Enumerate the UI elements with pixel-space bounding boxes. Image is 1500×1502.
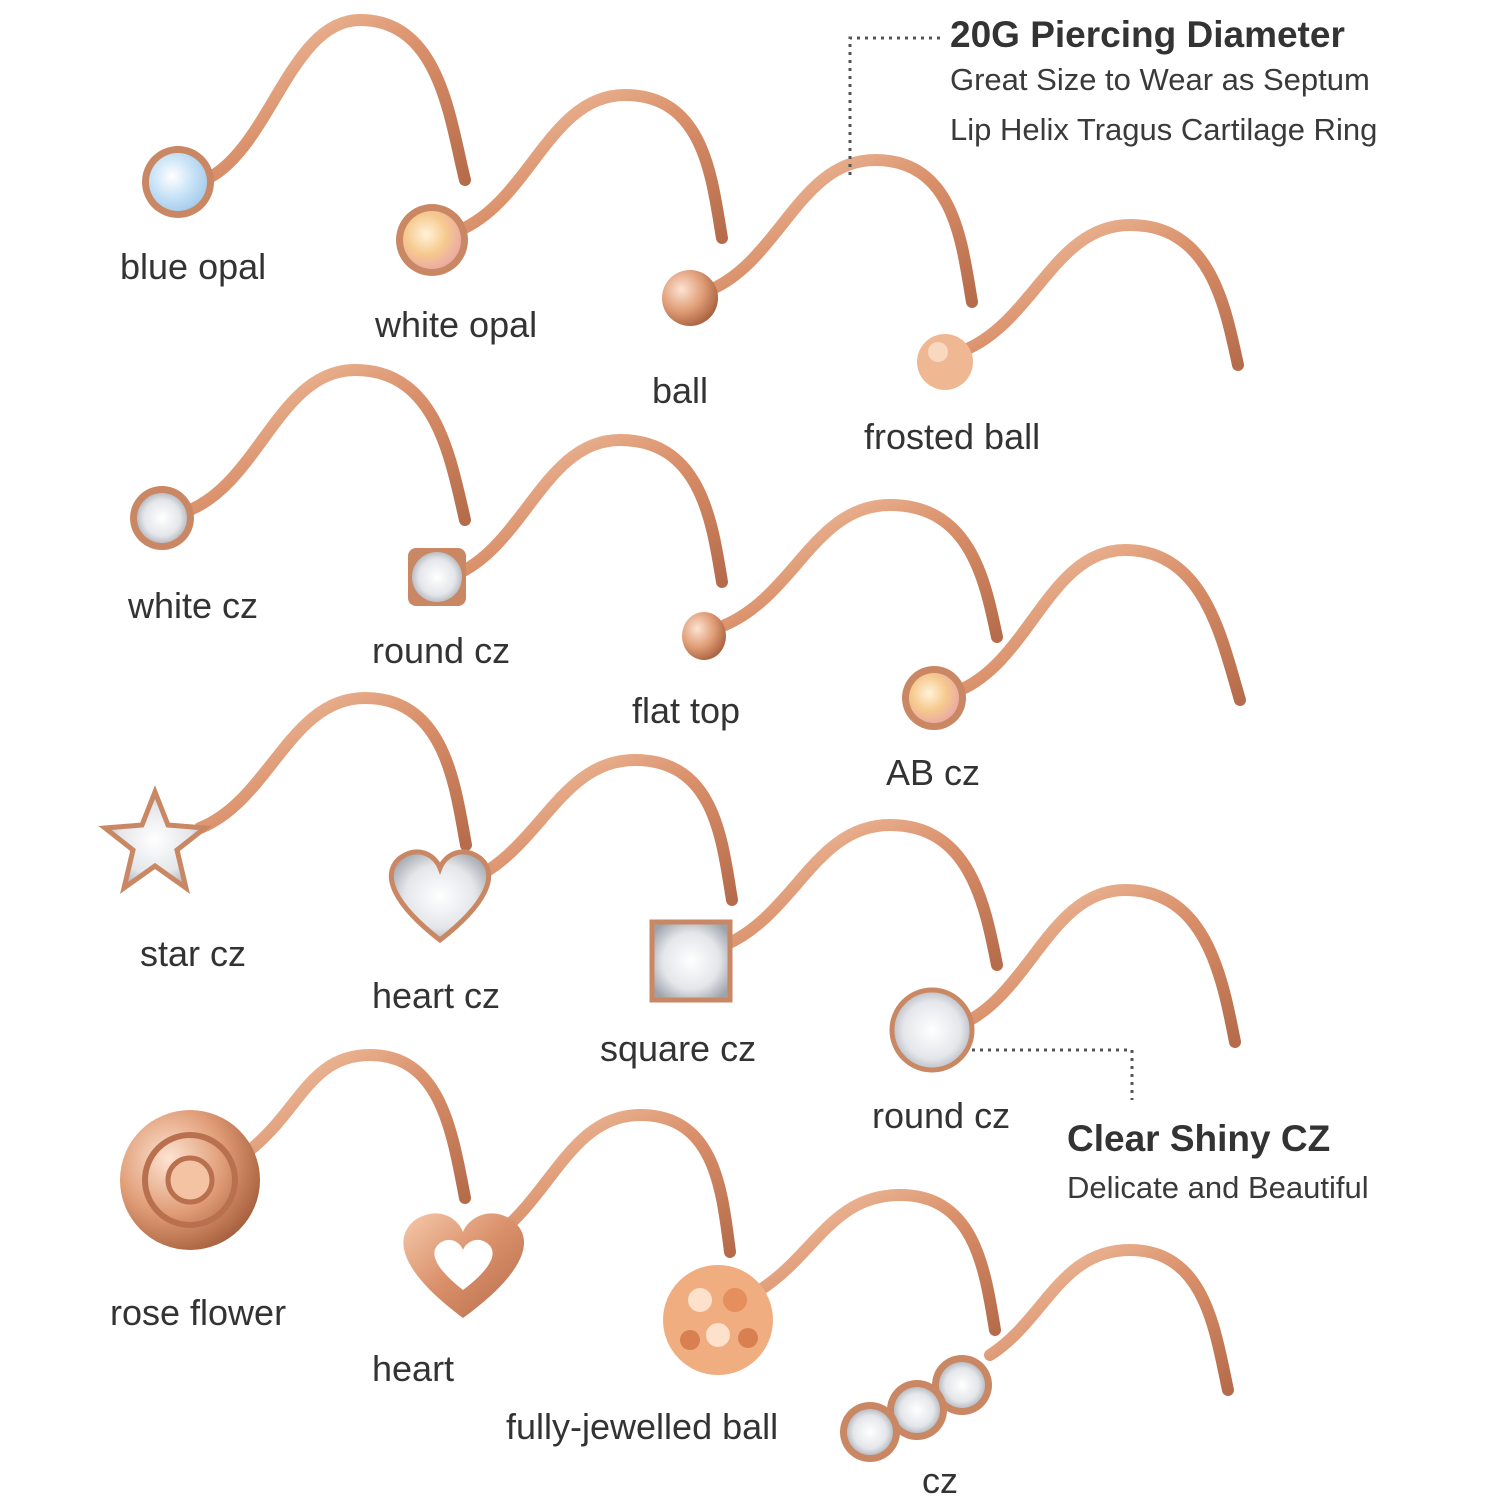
pin-star-cz [98,691,472,894]
pin-ab-cz [902,543,1246,730]
pin-shaft [184,363,471,526]
pin-white-cz [130,363,471,550]
pin-flat-top [682,498,1003,660]
item-label-ab-cz: AB cz [886,752,981,793]
pin-shaft [954,543,1246,706]
diameter-callout-line1: Great Size to Wear as Septum [950,62,1370,97]
flat-top-icon [682,612,726,660]
heart-gem-icon [388,849,492,944]
item-label-square-cz: square cz [600,1028,757,1069]
pin-frosted-ball [917,218,1244,390]
pin-shaft [754,1188,1001,1336]
item-label-fully-jewelled-ball: fully-jewelled ball [506,1406,779,1447]
ball-icon [662,270,718,326]
item-label-star-cz: star cz [140,933,247,974]
pin-shaft [959,218,1244,371]
pin-shaft [199,13,471,186]
item-label-cz: cz [922,1460,958,1501]
square-gem-icon [649,919,733,1003]
pin-shaft [484,1108,736,1258]
frosted-ball-icon [917,334,973,390]
callout-leader-diameter [848,36,940,175]
pin-ball [662,153,978,326]
pin-shaft [719,818,1003,971]
pin-shaft [194,691,472,851]
pin-shaft [704,153,978,308]
pin-heart [403,1108,736,1318]
item-label-flat-top: flat top [632,690,741,731]
pin-shaft [454,88,728,244]
pin-round-cz-large [889,883,1241,1073]
pin-shaft [954,883,1241,1048]
item-label-blue-opal: blue opal [120,246,267,287]
pin-shaft [464,753,738,906]
item-label-round-cz: round cz [372,630,511,671]
item-label-ball: ball [652,370,709,411]
diameter-callout-line2: Lip Helix Tragus Cartilage Ring [950,112,1378,147]
pin-cz [840,1243,1234,1462]
jewelled-ball-icon [663,1265,773,1375]
item-label-white-cz: white cz [128,585,259,626]
cz-callout-title: Clear Shiny CZ [1067,1118,1331,1159]
item-label-round-cz-large: round cz [872,1095,1011,1136]
star-gem-icon [98,785,212,894]
item-label-heart: heart [372,1348,455,1389]
pin-round-cz [408,433,728,606]
pin-blue-opal [142,13,471,218]
pin-square-cz [649,818,1003,1003]
pin-fully-jewelled-ball [663,1188,1001,1375]
round-gem-icon [889,987,975,1073]
pin-shaft [719,498,1003,643]
cz-callout-line1: Delicate and Beautiful [1067,1170,1369,1205]
item-label-rose-flower: rose flower [110,1292,287,1333]
pin-white-opal [396,88,728,276]
item-label-heart-cz: heart cz [372,975,501,1016]
item-label-frosted-ball: frosted ball [864,416,1041,457]
item-label-white-opal: white opal [375,304,538,345]
pin-heart-cz [388,753,738,944]
pin-shaft [244,1048,471,1204]
pin-shaft [984,1243,1234,1396]
pin-rose-flower [120,1048,471,1250]
callout-leader-cz [972,1048,1134,1100]
diameter-callout-title: 20G Piercing Diameter [950,14,1345,55]
pin-shaft [449,433,728,588]
